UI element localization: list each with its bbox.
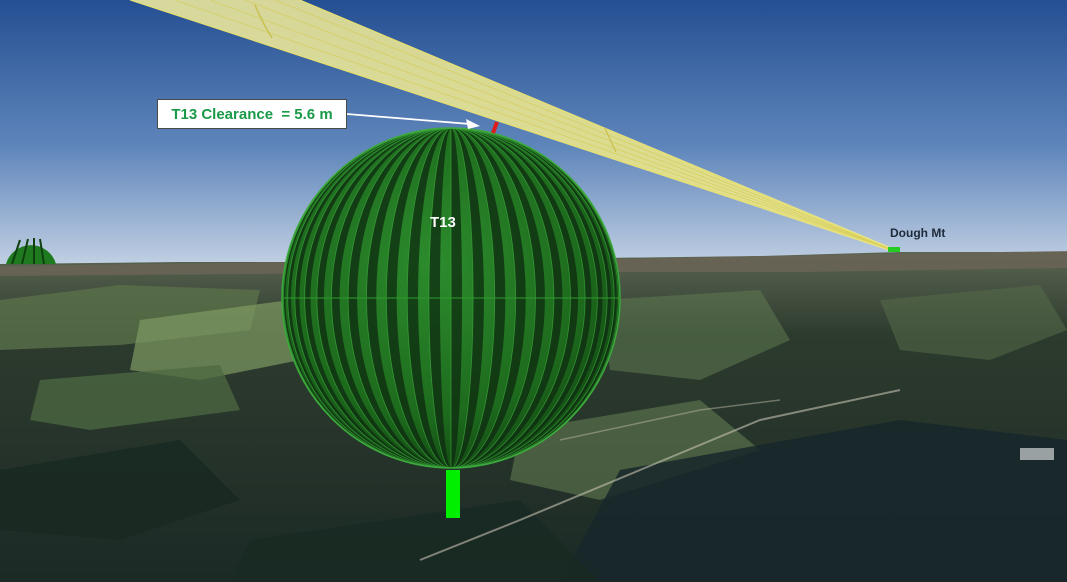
line-of-sight-beam	[129, 0, 900, 252]
turbine-mast	[446, 470, 460, 518]
clearance-callout: T13 Clearance = 5.6 m	[157, 99, 347, 129]
clearance-callout-text: T13 Clearance = 5.6 m	[171, 105, 333, 123]
turbine-sphere[interactable]	[281, 127, 621, 469]
clearance-marker	[491, 121, 499, 134]
turbine-label: T13	[430, 214, 456, 231]
location-marker	[888, 247, 900, 252]
place-label[interactable]: Dough Mt	[890, 226, 946, 240]
callout-arrow	[346, 113, 480, 129]
distant-turbine-sphere	[6, 238, 56, 265]
